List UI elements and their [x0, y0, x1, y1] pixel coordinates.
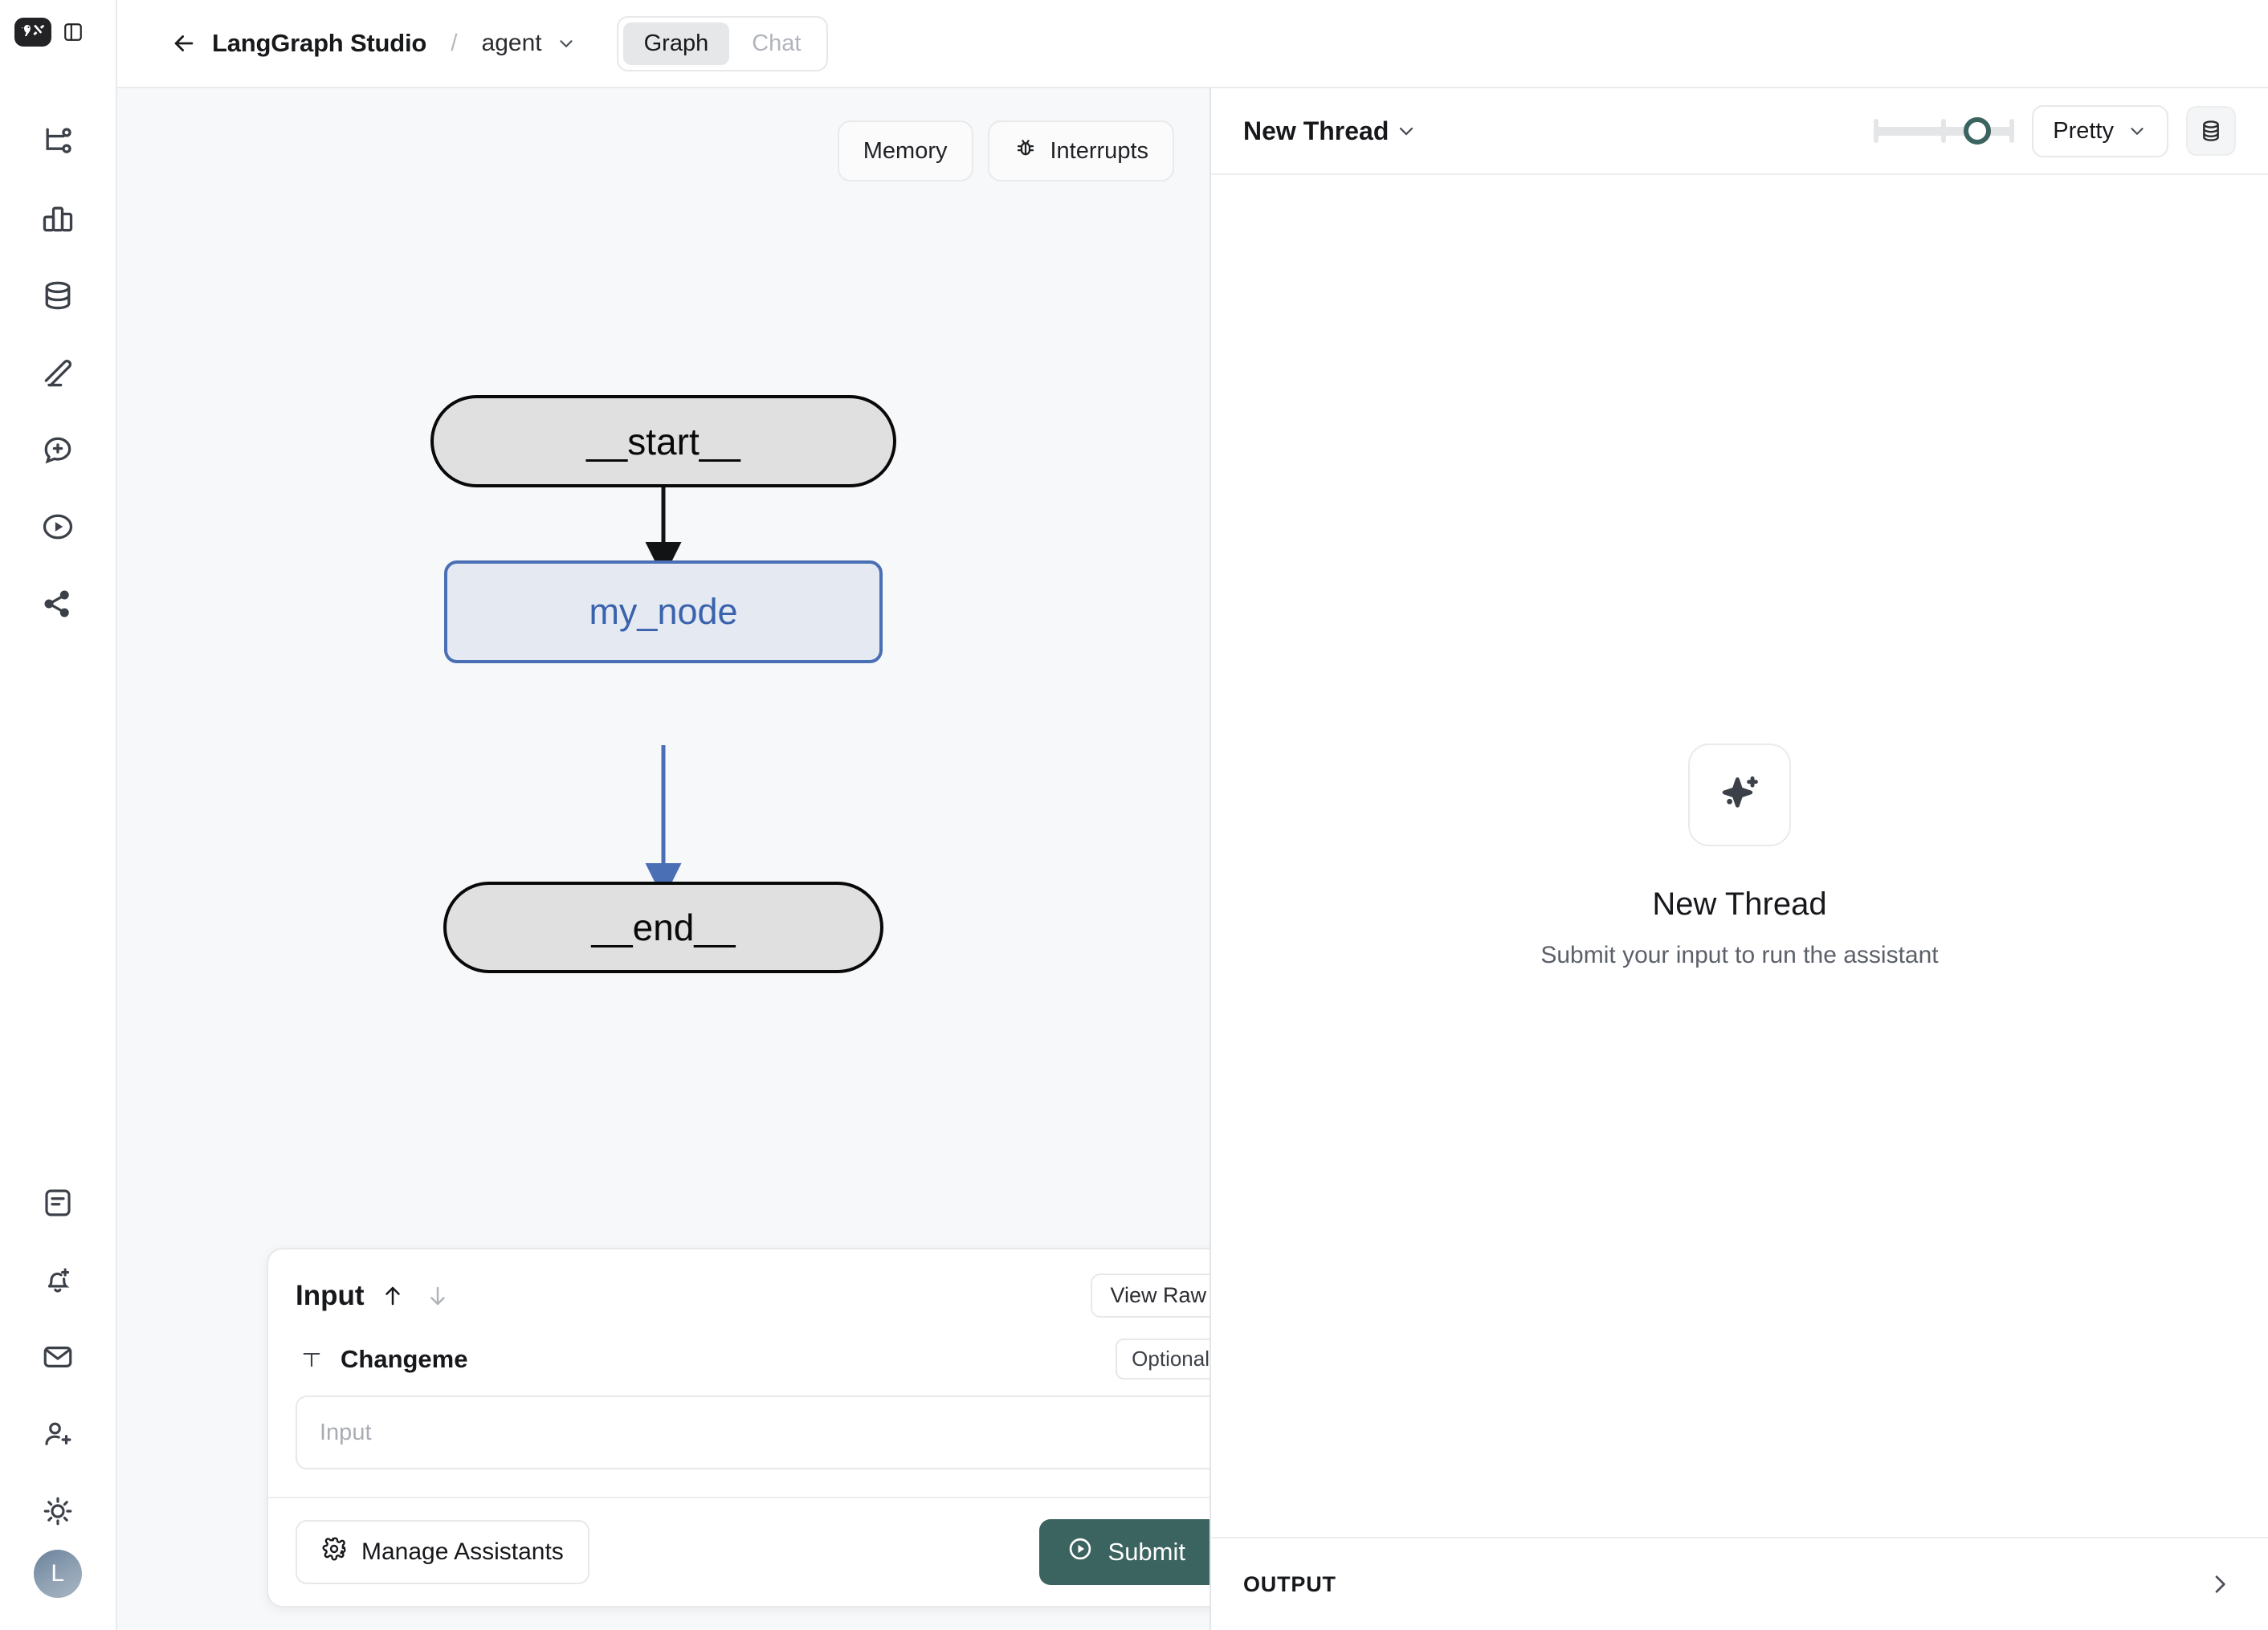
- arrow-down-icon[interactable]: [421, 1279, 455, 1313]
- database-icon[interactable]: [2186, 106, 2236, 156]
- sidebar-item-datasets[interactable]: [19, 257, 96, 334]
- input-panel-footer: Manage Assistants Submit: [268, 1497, 1209, 1606]
- thread-selector-label[interactable]: New Thread: [1243, 116, 1389, 145]
- sidebar-item-inbox[interactable]: [19, 1318, 96, 1396]
- output-bar[interactable]: OUTPUT: [1211, 1537, 2268, 1630]
- arrow-up-icon[interactable]: [376, 1279, 410, 1313]
- slider-thumb[interactable]: [1964, 117, 1992, 145]
- memory-button[interactable]: Memory: [837, 120, 973, 181]
- submit-button[interactable]: Submit: [1038, 1519, 1209, 1585]
- input-panel-header: Input View Raw: [268, 1249, 1209, 1329]
- avatar[interactable]: L: [34, 1550, 82, 1598]
- manage-assistants-label: Manage Assistants: [361, 1538, 564, 1565]
- rail-logo-group: [14, 18, 87, 47]
- changeme-input[interactable]: [296, 1396, 1209, 1469]
- input-panel-header-actions: View Raw: [1091, 1273, 1209, 1318]
- manage-assistants-button[interactable]: Manage Assistants: [296, 1520, 589, 1584]
- sidebar-item-alerts[interactable]: [19, 1241, 96, 1318]
- graph-pane: Memory Interrupts: [117, 88, 1209, 1630]
- graph-canvas[interactable]: __start__ my_node __end__: [117, 88, 1209, 1630]
- sidebar-item-deployments[interactable]: [19, 565, 96, 642]
- tab-chat[interactable]: Chat: [752, 30, 802, 56]
- input-field-wrap: [268, 1384, 1209, 1497]
- view-raw-button[interactable]: View Raw: [1091, 1273, 1209, 1318]
- sidebar-toggle-icon[interactable]: [59, 18, 87, 46]
- empty-state-subtitle: Submit your input to run the assistant: [1540, 941, 1939, 968]
- graph-selector-label[interactable]: agent: [481, 30, 542, 56]
- sidebar-item-new-chat[interactable]: [19, 411, 96, 488]
- format-select-label: Pretty: [2053, 117, 2114, 144]
- sidebar-item-theme[interactable]: [19, 1473, 96, 1550]
- submit-group: Submit: [1038, 1519, 1209, 1585]
- sidebar-item-notes[interactable]: [19, 1164, 96, 1241]
- empty-state-title: New Thread: [1652, 886, 1827, 922]
- interrupts-button-label: Interrupts: [1050, 137, 1149, 164]
- history-slider[interactable]: [1874, 115, 2015, 147]
- graph-node-end: __end__: [443, 882, 883, 973]
- optional-badge: Optional: [1116, 1339, 1209, 1379]
- thread-pane-header: New Thread Pretty: [1211, 88, 2268, 175]
- input-field-row: Changeme Optional: [268, 1329, 1209, 1384]
- graph-node-my-node: my_node: [444, 560, 883, 663]
- memory-button-label: Memory: [863, 137, 948, 164]
- gear-icon: [321, 1536, 347, 1568]
- bug-icon: [1014, 136, 1038, 166]
- langchain-parrot-tool-logo[interactable]: [14, 18, 51, 47]
- format-select[interactable]: Pretty: [2032, 104, 2168, 157]
- tab-graph[interactable]: Graph: [622, 22, 730, 65]
- view-mode-switch: Graph Chat: [616, 15, 829, 71]
- top-bar: LangGraph Studio / agent Graph Chat: [117, 0, 2268, 88]
- sidebar-item-graph[interactable]: [19, 103, 96, 180]
- slider-tick: [2009, 119, 2015, 143]
- input-field-label: Changeme: [341, 1344, 468, 1373]
- input-field-actions: Optional: [1116, 1339, 1209, 1379]
- graph-node-my-node-label: my_node: [589, 591, 738, 632]
- sidebar-item-invite[interactable]: [19, 1396, 96, 1473]
- submit-button-label: Submit: [1107, 1538, 1185, 1566]
- thread-pane: New Thread Pretty: [1209, 88, 2268, 1630]
- thread-pane-header-actions: Pretty: [1874, 104, 2236, 157]
- slider-tick: [1874, 119, 1879, 143]
- graph-node-start-label: __start__: [586, 420, 740, 463]
- input-panel: Input View Raw Changeme: [267, 1248, 1209, 1608]
- sparkles-icon: [1688, 743, 1791, 846]
- sidebar-item-playground[interactable]: [19, 488, 96, 565]
- thread-empty-state: New Thread Submit your input to run the …: [1211, 175, 2268, 1537]
- arrow-left-icon[interactable]: [167, 26, 201, 60]
- breadcrumb-separator: /: [451, 30, 458, 56]
- chevron-down-icon[interactable]: [1389, 113, 1424, 149]
- chevron-right-icon[interactable]: [2207, 1571, 2233, 1597]
- sidebar-item-analytics[interactable]: [19, 180, 96, 257]
- chevron-down-icon[interactable]: [556, 33, 577, 54]
- output-label: OUTPUT: [1243, 1571, 1336, 1596]
- interrupts-button[interactable]: Interrupts: [987, 120, 1174, 181]
- graph-node-end-label: __end__: [591, 907, 736, 948]
- text-type-icon: [296, 1343, 328, 1375]
- sidebar-item-annotate[interactable]: [19, 334, 96, 411]
- graph-toolbar: Memory Interrupts: [837, 120, 1174, 181]
- play-circle-icon: [1067, 1535, 1094, 1569]
- page-title[interactable]: LangGraph Studio: [212, 29, 427, 57]
- input-panel-title: Input: [296, 1279, 365, 1311]
- left-rail: L: [0, 0, 117, 1630]
- slider-tick: [1941, 119, 1947, 143]
- graph-node-start: __start__: [430, 395, 896, 487]
